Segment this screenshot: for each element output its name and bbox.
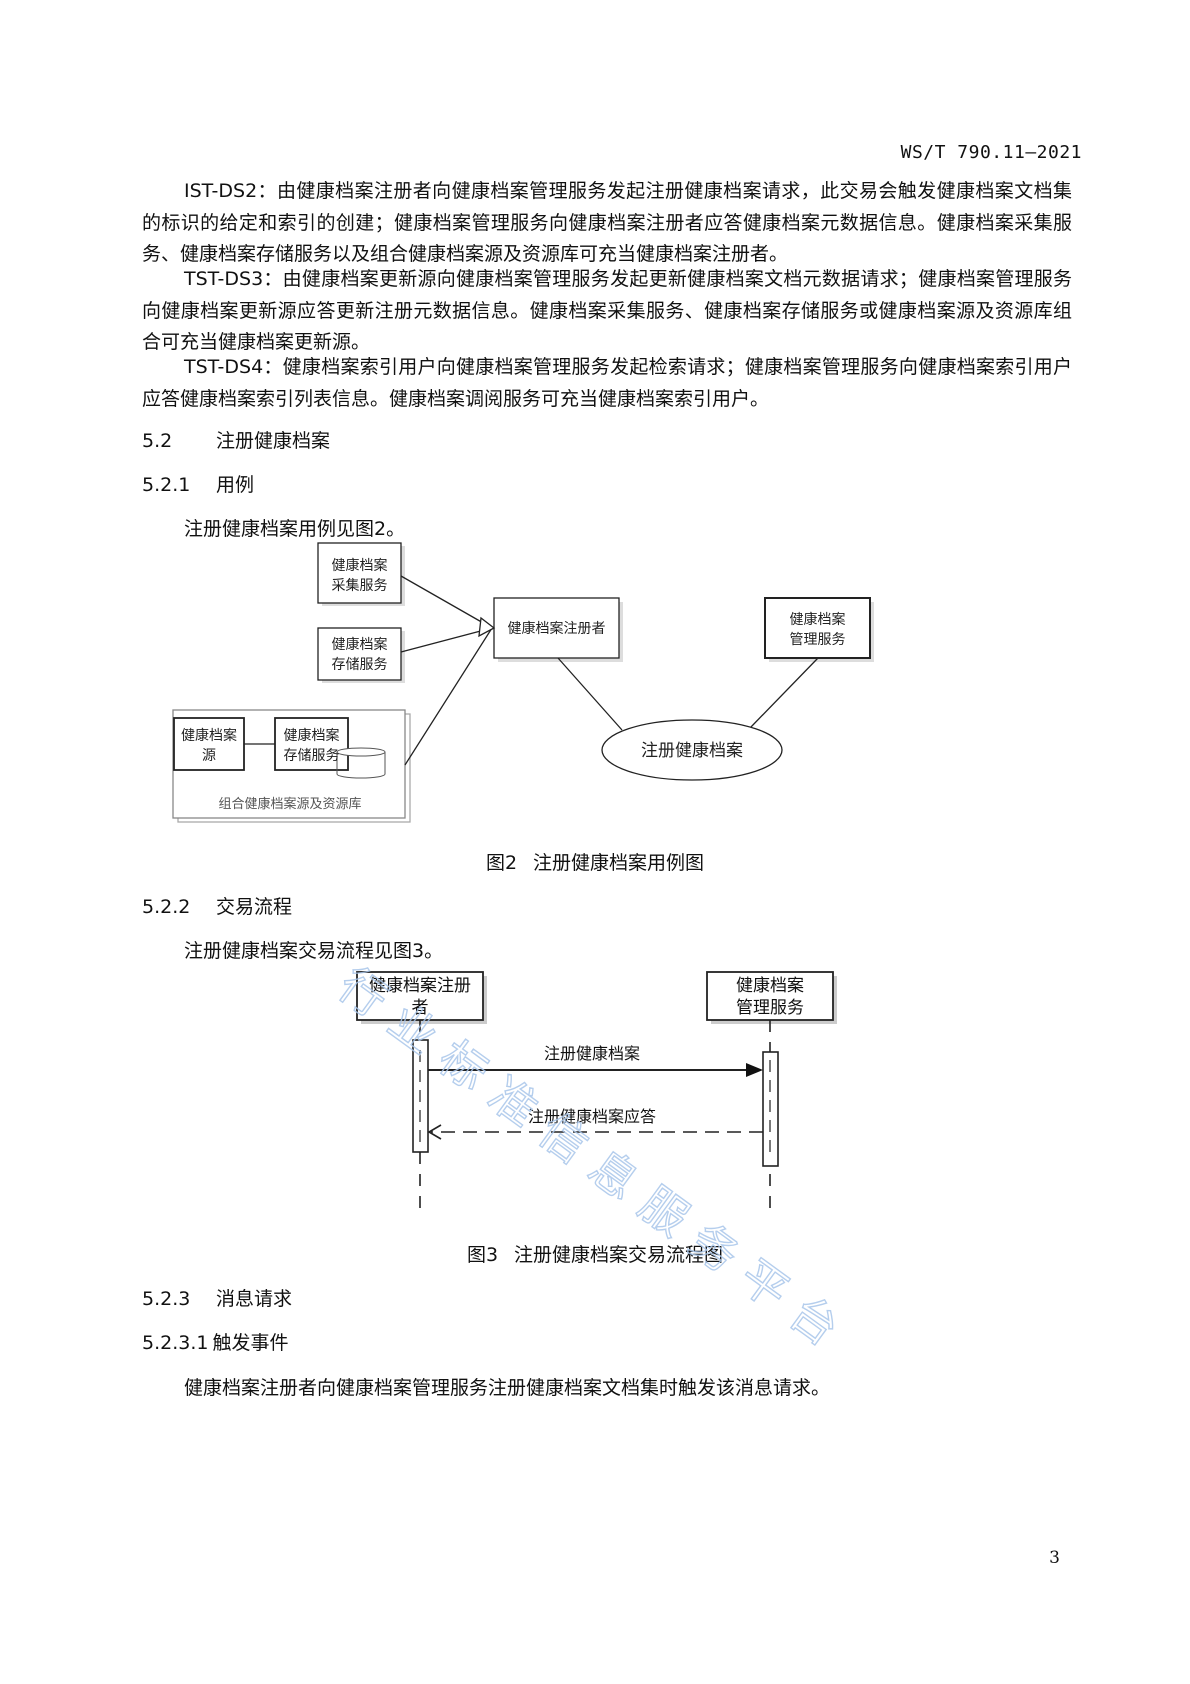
section-title: 触发事件 (212, 1332, 289, 1354)
figure3-title: 注册健康档案交易流程图 (514, 1244, 724, 1266)
actor-collect-line2: 采集服务 (332, 577, 388, 594)
use-case-diagram: 健康档案 采集服务 健康档案 存储服务 健康档案注册者 健康档案 管理服务 健康… (172, 542, 874, 823)
actor-collect-line1: 健康档案 (332, 557, 388, 574)
actor-storage-service (317, 627, 402, 681)
trigger-event-text: 健康档案注册者向健康档案管理服务注册健康档案文档集时触发该消息请求。 (184, 1377, 831, 1399)
figure3-reference-text: 注册健康档案交易流程见图3。 (184, 940, 444, 962)
combo-source-line1: 健康档案 (181, 727, 237, 744)
usecase-register-record (601, 719, 783, 781)
actor-registrant-label: 健康档案注册者 (508, 620, 606, 637)
figure3-number: 图3 (466, 1244, 499, 1266)
section-heading-5-2: 5.2 注册健康档案 (142, 426, 330, 453)
actor-collect-service (317, 542, 402, 604)
actor-manage-line1: 健康档案 (790, 611, 846, 628)
section-title: 注册健康档案 (216, 430, 331, 452)
section-title: 消息请求 (216, 1288, 293, 1310)
request-message-label: 注册健康档案 (544, 1044, 640, 1063)
generalization-arrow-icon (478, 616, 496, 638)
lifeline-registrant (356, 971, 484, 1021)
usecase-label: 注册健康档案 (641, 741, 743, 761)
page-number: 3 (1049, 1548, 1060, 1568)
section-number: 5.2.3.1 (142, 1332, 209, 1354)
actor-storage-line2: 存储服务 (332, 657, 388, 673)
figure2-caption: 图2 注册健康档案用例图 (0, 848, 1190, 875)
paragraph-ist-ds2: IST-DS2：由健康档案注册者向健康档案管理服务发起注册健康档案请求，此交易会… (142, 180, 1072, 265)
combo-storage-line1: 健康档案 (284, 727, 340, 744)
figure2-reference-text: 注册健康档案用例见图2。 (184, 518, 406, 540)
combo-source-line2: 源 (202, 748, 216, 764)
lifeline-left-line1: 健康档案注册 (369, 976, 471, 996)
standard-number: WS/T 790.11—2021 (900, 142, 1082, 163)
figure2-number: 图2 (485, 852, 518, 874)
actor-manage-line2: 管理服务 (790, 632, 846, 648)
repository-cylinder-icon (336, 747, 386, 779)
response-arrow-icon (427, 1124, 442, 1140)
section-title: 用例 (216, 474, 255, 496)
lifeline-right-line1: 健康档案 (736, 976, 804, 996)
lifeline-left-line2: 者 (412, 998, 429, 1018)
section-number: 5.2 (142, 430, 173, 452)
section-heading-5-2-1: 5.2.1 用例 (142, 470, 254, 497)
section-title: 交易流程 (216, 896, 293, 918)
section-number: 5.2.3 (142, 1288, 191, 1310)
combo-storage-line2: 存储服务 (284, 748, 340, 764)
figure2-title: 注册健康档案用例图 (533, 852, 705, 874)
lifeline-right-line2: 管理服务 (736, 998, 804, 1018)
actor-registrant (493, 597, 620, 659)
section-number: 5.2.1 (142, 474, 191, 496)
response-message-label: 注册健康档案应答 (528, 1107, 656, 1126)
paragraph-tst-ds3: TST-DS3：由健康档案更新源向健康档案管理服务发起更新健康档案文档元数据请求… (142, 268, 1072, 353)
combo-source-box (173, 717, 245, 771)
combo-group-label: 组合健康档案源及资源库 (218, 796, 361, 812)
lifeline-manage-service (706, 971, 834, 1021)
section-heading-5-2-2: 5.2.2 交易流程 (142, 892, 292, 919)
actor-manage-service (764, 597, 871, 659)
sequence-diagram: 健康档案注册 者 健康档案 管理服务 注册健康档案 注册健康档案应答 (356, 971, 837, 1215)
figure3-caption: 图3 注册健康档案交易流程图 (0, 1240, 1190, 1267)
section-heading-5-2-3: 5.2.3 消息请求 (142, 1284, 292, 1311)
paragraph-tst-ds4: TST-DS4：健康档案索引用户向健康档案管理服务发起检索请求；健康档案管理服务… (142, 356, 1072, 410)
actor-storage-line1: 健康档案 (332, 636, 388, 653)
request-arrow-icon (746, 1063, 763, 1077)
section-number: 5.2.2 (142, 896, 191, 918)
